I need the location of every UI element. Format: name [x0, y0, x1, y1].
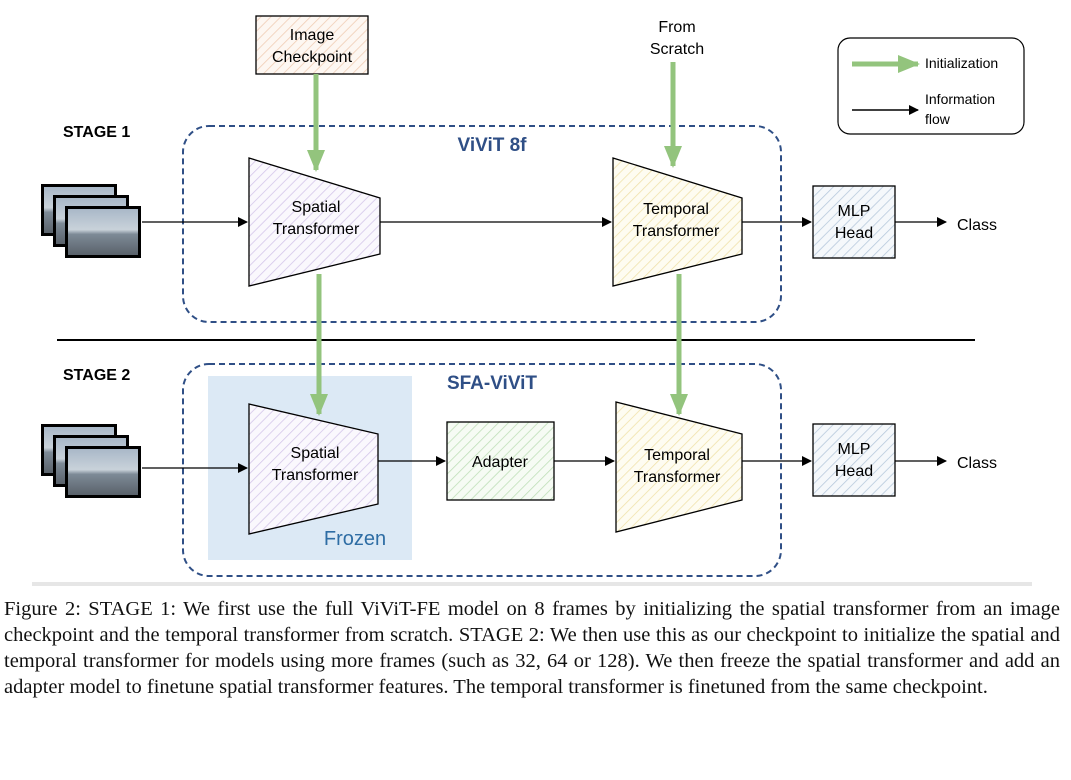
stage2-mlp-head [812, 423, 896, 497]
stage1-class-label: Class [957, 217, 997, 234]
stage1-temporal-line2: Transformer [633, 223, 720, 240]
stage2-temporal-transformer [615, 401, 743, 533]
vivit-8f-title: ViViT 8f [458, 135, 528, 156]
stage2-temporal-line2: Transformer [634, 469, 721, 486]
stage1-spatial-transformer [248, 157, 381, 287]
stage1-mlp-line2: Head [835, 225, 873, 242]
stage1-label: STAGE 1 [63, 124, 130, 141]
stage2-mlp-line1: MLP [838, 441, 871, 458]
figure-caption: Figure 2: STAGE 1: We first use the full… [4, 598, 1060, 698]
stage2-class-label: Class [957, 455, 997, 472]
stage1-spatial-line2: Transformer [273, 221, 360, 238]
vivit-8f-group [182, 125, 782, 323]
image-checkpoint-line2: Checkpoint [272, 49, 353, 66]
legend-init-label: Initialization [925, 55, 998, 71]
adapter-box [446, 421, 555, 501]
legend-info-line1: Information [925, 91, 995, 107]
from-scratch-line2: Scratch [650, 41, 704, 58]
stage2-spatial-transformer [248, 403, 379, 535]
sfa-vivit-title: SFA-ViViT [447, 373, 537, 394]
architecture-diagram: STAGE 1 STAGE 2 ViViT 8f SFA-ViViT Froze… [41, 15, 1025, 577]
stage1-mlp-line1: MLP [838, 203, 871, 220]
stage2-spatial-line2: Transformer [272, 467, 359, 484]
frozen-label: Frozen [324, 528, 386, 550]
from-scratch-line1: From [658, 19, 695, 36]
stage1-temporal-line1: Temporal [643, 201, 709, 218]
stage1-temporal-transformer [612, 157, 743, 287]
stage2-spatial-line1: Spatial [291, 445, 340, 462]
stage1-spatial-line1: Spatial [292, 199, 341, 216]
stage2-label: STAGE 2 [63, 367, 130, 384]
stage2-temporal-line1: Temporal [644, 447, 710, 464]
image-checkpoint-line1: Image [290, 27, 335, 44]
image-checkpoint-box [255, 15, 369, 75]
legend-info-line2: flow [925, 111, 951, 127]
adapter-label: Adapter [472, 454, 529, 471]
stage2-frames-icon [41, 424, 141, 498]
stage1-frames-icon [41, 184, 141, 258]
stage1-mlp-head [812, 185, 896, 259]
sfa-vivit-group [182, 363, 782, 577]
stage2-mlp-line2: Head [835, 463, 873, 480]
figure-bottom-rule [32, 582, 1032, 586]
